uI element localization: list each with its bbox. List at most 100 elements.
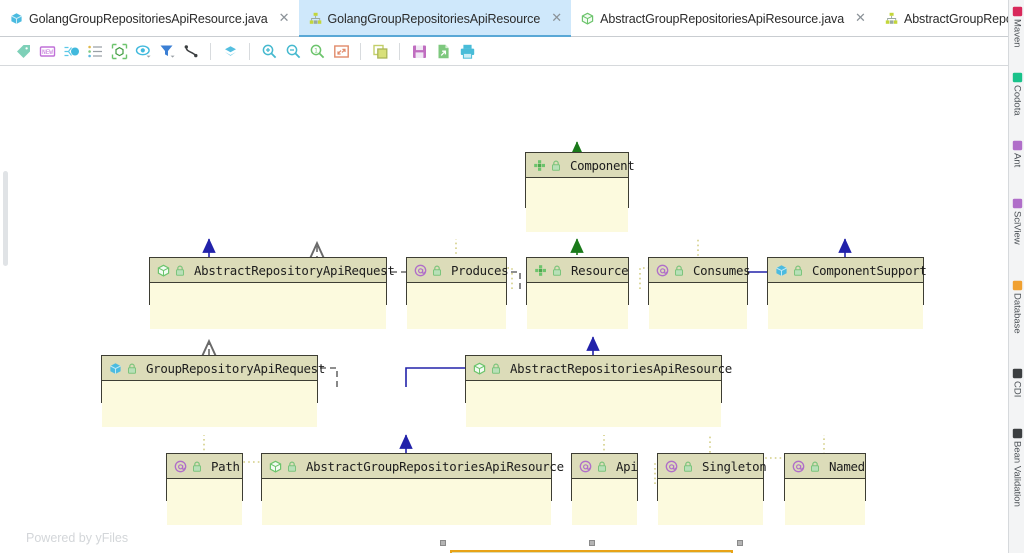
uml-node-header: Resource <box>527 258 629 283</box>
selection-handle[interactable] <box>588 540 595 546</box>
uml-node-singleton[interactable]: Singleton <box>657 453 767 525</box>
lock-icon <box>810 461 820 472</box>
sidebar-item-label: CDI <box>1011 381 1023 398</box>
copy-icon[interactable] <box>369 40 391 62</box>
annotation-icon <box>665 460 678 473</box>
uml-node-consumes[interactable]: Consumes <box>648 257 751 329</box>
lock-icon <box>683 461 693 472</box>
fit-content-icon[interactable] <box>330 40 352 62</box>
uml-node-members <box>150 283 386 329</box>
selection-handle[interactable] <box>737 540 743 546</box>
editor-tab-bar: GolangGroupRepositoriesApiResource.java✕… <box>0 0 1024 37</box>
uml-node-component[interactable]: Component <box>525 152 635 232</box>
codota-icon <box>1012 72 1023 83</box>
print-icon[interactable] <box>456 40 478 62</box>
selection-handle[interactable] <box>440 540 446 546</box>
lock-icon <box>192 461 202 472</box>
sidebar-item-ant[interactable]: Ant <box>1009 140 1024 167</box>
layout-icon[interactable] <box>219 40 241 62</box>
uml-node-header: Path <box>167 454 242 479</box>
tab-close-icon[interactable]: ✕ <box>551 11 563 26</box>
editor-tab-2[interactable]: AbstractGroupRepositoriesApiResource.jav… <box>571 0 875 37</box>
uml-node-path[interactable]: Path <box>166 453 243 525</box>
sidebar-item-label: Maven <box>1011 19 1023 48</box>
annotation-icon <box>579 460 592 473</box>
uml-node-header: ComponentSupport <box>768 258 927 283</box>
canvas-vertical-scrollbar[interactable] <box>3 171 8 266</box>
uml-node-label: Component <box>570 157 635 173</box>
editor-tab-1[interactable]: GolangGroupRepositoriesApiResource ✕ <box>298 0 572 37</box>
zoom-out-icon[interactable] <box>282 40 304 62</box>
class-icon <box>775 264 788 277</box>
java-class-icon <box>10 12 23 25</box>
toolbar-divider-1 <box>210 42 211 60</box>
tab-close-icon[interactable]: ✕ <box>278 11 290 26</box>
sidebar-item-label: Bean Validation <box>1011 441 1023 507</box>
zoom-in-icon[interactable] <box>258 40 280 62</box>
class-icon <box>109 362 122 375</box>
show-scope-icon[interactable] <box>108 40 130 62</box>
svg-text:NEW: NEW <box>42 48 53 55</box>
sidebar-item-label: Ant <box>1011 153 1023 168</box>
sidebar-item-label: Codota <box>1011 85 1023 116</box>
filter-icon[interactable] <box>156 40 178 62</box>
uml-node-named[interactable]: Named <box>784 453 866 525</box>
uml-edge <box>639 239 699 289</box>
editor-tab-0[interactable]: GolangGroupRepositoriesApiResource.java✕ <box>0 0 299 37</box>
uml-node-header: Singleton <box>658 454 767 479</box>
lock-icon <box>597 461 607 472</box>
uml-node-produces[interactable]: Produces <box>406 257 509 329</box>
uml-node-members <box>407 283 506 329</box>
uml-node-absgrpreposapires[interactable]: AbstractGroupRepositoriesApiResource <box>261 453 564 525</box>
sidebar-item-cdi[interactable]: CDI <box>1009 368 1024 397</box>
toolbar-divider-2 <box>249 42 250 60</box>
show-new-members-icon[interactable]: NEW <box>36 40 58 62</box>
uml-node-label: Singleton <box>702 458 767 474</box>
uml-node-label: ComponentSupport <box>812 262 927 278</box>
database-icon <box>1012 280 1023 291</box>
editor-tab-3[interactable]: AbstractGroupRepositoriesApiResou <box>875 0 1024 37</box>
sidebar-item-database[interactable]: Database <box>1009 280 1024 334</box>
sciview-icon <box>1012 198 1023 209</box>
actual-size-icon[interactable]: 1 <box>306 40 328 62</box>
sidebar-item-label: Database <box>1011 293 1023 334</box>
uml-node-absreposapires[interactable]: AbstractRepositoriesApiResource <box>465 355 732 427</box>
lock-icon <box>551 160 561 171</box>
sidebar-item-codota[interactable]: Codota <box>1009 72 1024 116</box>
visibility-icon[interactable] <box>132 40 154 62</box>
show-labels-icon[interactable] <box>12 40 34 62</box>
sidebar-item-bean-validation[interactable]: Bean Validation <box>1009 428 1024 507</box>
export-icon[interactable] <box>432 40 454 62</box>
uml-node-absrepoapireq[interactable]: AbstractRepositoryApiRequest <box>149 257 395 329</box>
save-icon[interactable] <box>408 40 430 62</box>
diagram-toolbar: NEW 1 <box>0 37 1008 66</box>
show-dependencies-icon[interactable] <box>60 40 82 62</box>
tab-close-icon[interactable]: ✕ <box>855 11 866 26</box>
svg-text:1: 1 <box>314 47 318 54</box>
sidebar-item-sciview[interactable]: SciView <box>1009 198 1024 245</box>
bean-validation-icon <box>1012 428 1023 439</box>
sidebar-item-maven[interactable]: Maven <box>1009 6 1024 48</box>
uml-node-label: Path <box>211 458 240 474</box>
uml-node-label: AbstractRepositoryApiRequest <box>194 262 395 278</box>
show-fields-icon[interactable] <box>84 40 106 62</box>
editor-tab-label: GolangGroupRepositoriesApiResource <box>327 11 541 26</box>
edge-style-icon[interactable] <box>180 40 202 62</box>
uml-node-resource[interactable]: Resource <box>526 257 629 329</box>
uml-node-header: AbstractGroupRepositoriesApiResource <box>262 454 564 479</box>
uml-node-grprepoapireq[interactable]: GroupRepositoryApiRequest <box>101 355 325 427</box>
editor-tab-label: AbstractGroupRepositoriesApiResource.jav… <box>600 11 845 26</box>
uml-node-header: Produces <box>407 258 509 283</box>
abstract-class-icon <box>269 460 282 473</box>
uml-node-members <box>527 283 628 329</box>
uml-node-compsupport[interactable]: ComponentSupport <box>767 257 927 329</box>
uml-node-header: GroupRepositoryApiRequest <box>102 356 325 381</box>
uml-node-api[interactable]: Api <box>571 453 638 525</box>
uml-node-label: Produces <box>451 262 509 278</box>
abstract-class-icon <box>473 362 486 375</box>
uml-node-members <box>466 381 721 427</box>
lock-icon <box>491 363 501 374</box>
editor-tab-label: AbstractGroupRepositoriesApiResou <box>903 11 1024 26</box>
